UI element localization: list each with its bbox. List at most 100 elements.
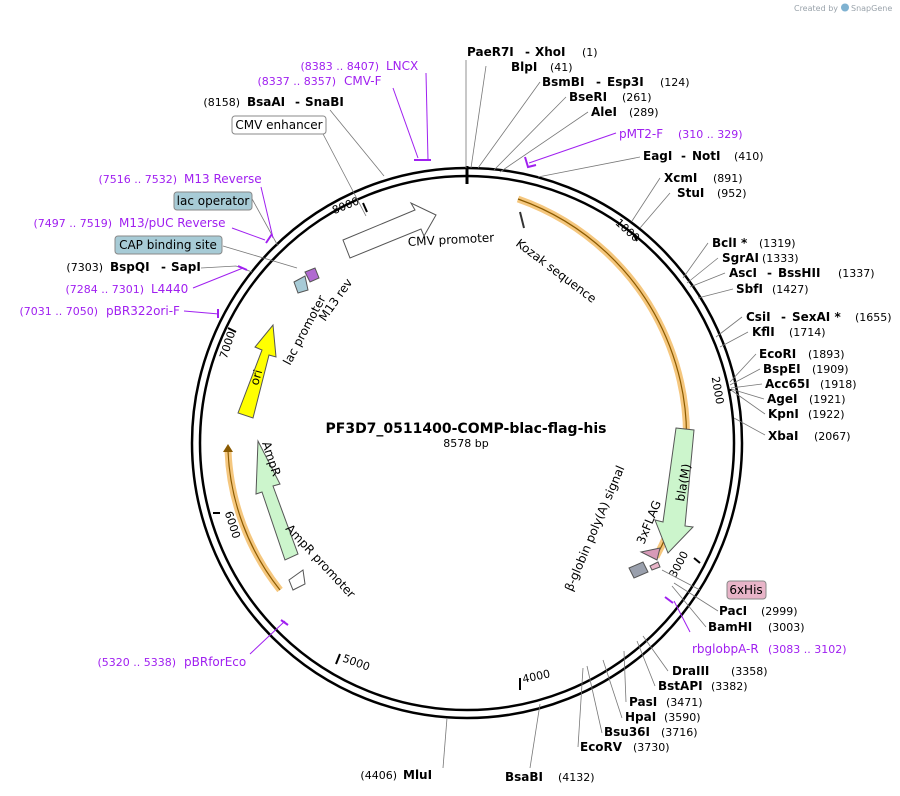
ampr-arrow[interactable] bbox=[255, 439, 299, 561]
enzyme-pasi[interactable]: PasI (3471) bbox=[629, 695, 703, 709]
primer-lncx[interactable]: (8383 .. 8407) LNCX bbox=[300, 59, 418, 73]
svg-text:PasI: PasI bbox=[629, 695, 657, 709]
enzyme-acc65i[interactable]: Acc65I (1918) bbox=[765, 377, 857, 391]
primer-pbr322ori-f[interactable]: (7031 .. 7050) pBR322ori-F bbox=[19, 304, 180, 318]
enzyme-bcli[interactable]: BclI * (1319) bbox=[712, 236, 796, 250]
primer-pmt2-f[interactable]: pMT2-F (310 .. 329) bbox=[619, 127, 743, 141]
enzyme-xbai[interactable]: XbaI (2067) bbox=[768, 429, 851, 443]
svg-text:(952): (952) bbox=[717, 187, 747, 200]
cmv-enhancer-box[interactable] bbox=[231, 115, 327, 135]
enzyme-alei[interactable]: AleI (289) bbox=[591, 105, 659, 119]
svg-text:(1655): (1655) bbox=[855, 311, 892, 324]
plasmid-name: PF3D7_0511400-COMP-blac-flag-his bbox=[326, 421, 607, 437]
svg-text:(1333): (1333) bbox=[762, 252, 799, 265]
svg-text:BspQI: BspQI bbox=[110, 260, 150, 274]
svg-text:-: - bbox=[781, 310, 786, 324]
enzyme-bsmbi-esp3i[interactable]: BsmBI - Esp3I (124) bbox=[542, 75, 690, 89]
svg-text:CsiI: CsiI bbox=[746, 310, 771, 324]
primer-labels: (8383 .. 8407) LNCX (8337 .. 8357) CMV-F… bbox=[19, 59, 846, 669]
enzyme-xcmi[interactable]: XcmI (891) bbox=[664, 171, 743, 185]
enzyme-draiii[interactable]: DraIII (3358) bbox=[672, 664, 768, 678]
svg-text:-: - bbox=[681, 149, 686, 163]
kozak-label: Kozak sequence bbox=[513, 236, 599, 305]
svg-text:BseRI: BseRI bbox=[569, 90, 607, 104]
enzyme-blpi[interactable]: BlpI (41) bbox=[511, 60, 573, 74]
enzyme-bstapi[interactable]: BstAPI (3382) bbox=[658, 679, 748, 693]
enzyme-sgrai[interactable]: SgrAI (1333) bbox=[722, 251, 799, 265]
svg-text:(891): (891) bbox=[713, 172, 743, 185]
flag3x-feature[interactable] bbox=[639, 547, 661, 561]
lac-operator-box[interactable] bbox=[173, 191, 253, 211]
his6-feature[interactable] bbox=[649, 561, 661, 571]
primer-pbrforeco[interactable]: (5320 .. 5338) pBRforEco bbox=[97, 655, 246, 669]
svg-text:DraIII: DraIII bbox=[672, 664, 709, 678]
bglobin-polya-feature[interactable] bbox=[628, 561, 649, 579]
enzyme-paci[interactable]: PacI (2999) bbox=[719, 604, 798, 618]
primer-rbglobpa-r[interactable]: rbglobpA-R (3083 .. 3102) bbox=[692, 642, 847, 656]
svg-text:M13/pUC Reverse: M13/pUC Reverse bbox=[119, 216, 226, 230]
enzyme-sbfi[interactable]: SbfI (1427) bbox=[736, 282, 809, 296]
svg-text:(3716): (3716) bbox=[661, 726, 698, 739]
primer-cmv-f[interactable]: (8337 .. 8357) CMV-F bbox=[257, 74, 381, 88]
enzyme-bspei[interactable]: BspEI (1909) bbox=[763, 362, 849, 376]
m13-rev-feature[interactable] bbox=[304, 267, 320, 283]
enzyme-csii-sexai[interactable]: CsiI - SexAI * (1655) bbox=[746, 310, 892, 324]
svg-text:EcoRI: EcoRI bbox=[759, 347, 796, 361]
svg-text:(1909): (1909) bbox=[812, 363, 849, 376]
enzyme-labels: PaeR7I - XhoI (1) BlpI (41) BsmBI - Esp3… bbox=[66, 45, 891, 784]
svg-text:M13 Reverse: M13 Reverse bbox=[184, 172, 262, 186]
enzyme-eagi-noti[interactable]: EagI - NotI (410) bbox=[643, 149, 764, 163]
svg-text:BsaBI: BsaBI bbox=[505, 770, 543, 784]
enzyme-kpni[interactable]: KpnI (1922) bbox=[768, 407, 845, 421]
tick-5000: 5000 bbox=[341, 652, 372, 674]
svg-text:BsaAI: BsaAI bbox=[247, 95, 285, 109]
primer-m13-reverse[interactable]: (7516 .. 7532) M13 Reverse bbox=[98, 172, 261, 186]
snapgene-credit[interactable]: Created by SnapGene bbox=[794, 3, 892, 14]
leader-lines bbox=[200, 60, 766, 769]
enzyme-hpai[interactable]: HpaI (3590) bbox=[625, 710, 701, 724]
ampr-promoter-arrow[interactable] bbox=[288, 569, 306, 591]
svg-text:(1893): (1893) bbox=[808, 348, 845, 361]
svg-text:Bsu36I: Bsu36I bbox=[604, 725, 650, 739]
svg-text:SgrAI: SgrAI bbox=[722, 251, 759, 265]
bla-m-arrow[interactable] bbox=[654, 427, 695, 554]
svg-text:NotI: NotI bbox=[692, 149, 721, 163]
enzyme-bsaai-snabi[interactable]: (8158) BsaAI - SnaBI bbox=[203, 95, 343, 109]
enzyme-beseri[interactable]: BseRI (261) bbox=[569, 90, 652, 104]
lac-promoter-feature[interactable] bbox=[293, 275, 309, 294]
primer-m13-puc-reverse[interactable]: (7497 .. 7519) M13/pUC Reverse bbox=[33, 216, 225, 230]
svg-text:BamHI: BamHI bbox=[708, 620, 752, 634]
tick-4000: 4000 bbox=[521, 667, 551, 686]
svg-text:(5320 .. 5338): (5320 .. 5338) bbox=[97, 656, 176, 669]
svg-text:SapI: SapI bbox=[171, 260, 201, 274]
cmv-enhancer-label: CMV enhancer bbox=[235, 118, 322, 132]
primer-l4440[interactable]: (7284 .. 7301) L4440 bbox=[65, 282, 188, 296]
enzyme-bamhi[interactable]: BamHI (3003) bbox=[708, 620, 805, 634]
enzyme-stui[interactable]: StuI (952) bbox=[677, 186, 747, 200]
svg-text:-: - bbox=[596, 75, 601, 89]
enzyme-mlui[interactable]: (4406) MluI bbox=[360, 768, 432, 782]
his6-box[interactable] bbox=[726, 580, 767, 600]
cmv-promoter-arrow[interactable] bbox=[342, 201, 437, 259]
enzyme-ecorv[interactable]: EcoRV (3730) bbox=[580, 740, 670, 754]
bla-m-label: bla(M) bbox=[673, 463, 693, 503]
enzyme-bspqi-sapi[interactable]: (7303) BspQI - SapI bbox=[66, 260, 200, 274]
svg-text:(2067): (2067) bbox=[814, 430, 851, 443]
enzyme-ecori[interactable]: EcoRI (1893) bbox=[759, 347, 845, 361]
enzyme-kfli[interactable]: KflI (1714) bbox=[752, 325, 826, 339]
svg-text:pBRforEco: pBRforEco bbox=[184, 655, 246, 669]
svg-text:(1427): (1427) bbox=[772, 283, 809, 296]
enzyme-paer7i-xhoi[interactable]: PaeR7I - XhoI (1) bbox=[467, 45, 598, 59]
backbone bbox=[190, 166, 744, 720]
svg-text:BlpI: BlpI bbox=[511, 60, 537, 74]
ori-arrow[interactable] bbox=[237, 323, 277, 419]
enzyme-bsu36i[interactable]: Bsu36I (3716) bbox=[604, 725, 698, 739]
cap-binding-site-box[interactable] bbox=[114, 235, 223, 255]
svg-text:(1918): (1918) bbox=[820, 378, 857, 391]
enzyme-bsabi[interactable]: BsaBI (4132) bbox=[505, 770, 595, 784]
svg-text:(4406): (4406) bbox=[360, 769, 397, 782]
enzyme-agei[interactable]: AgeI (1921) bbox=[767, 392, 846, 406]
svg-text:(1): (1) bbox=[582, 46, 598, 59]
enzyme-asci-bsshii[interactable]: AscI - BssHII (1337) bbox=[729, 266, 875, 280]
